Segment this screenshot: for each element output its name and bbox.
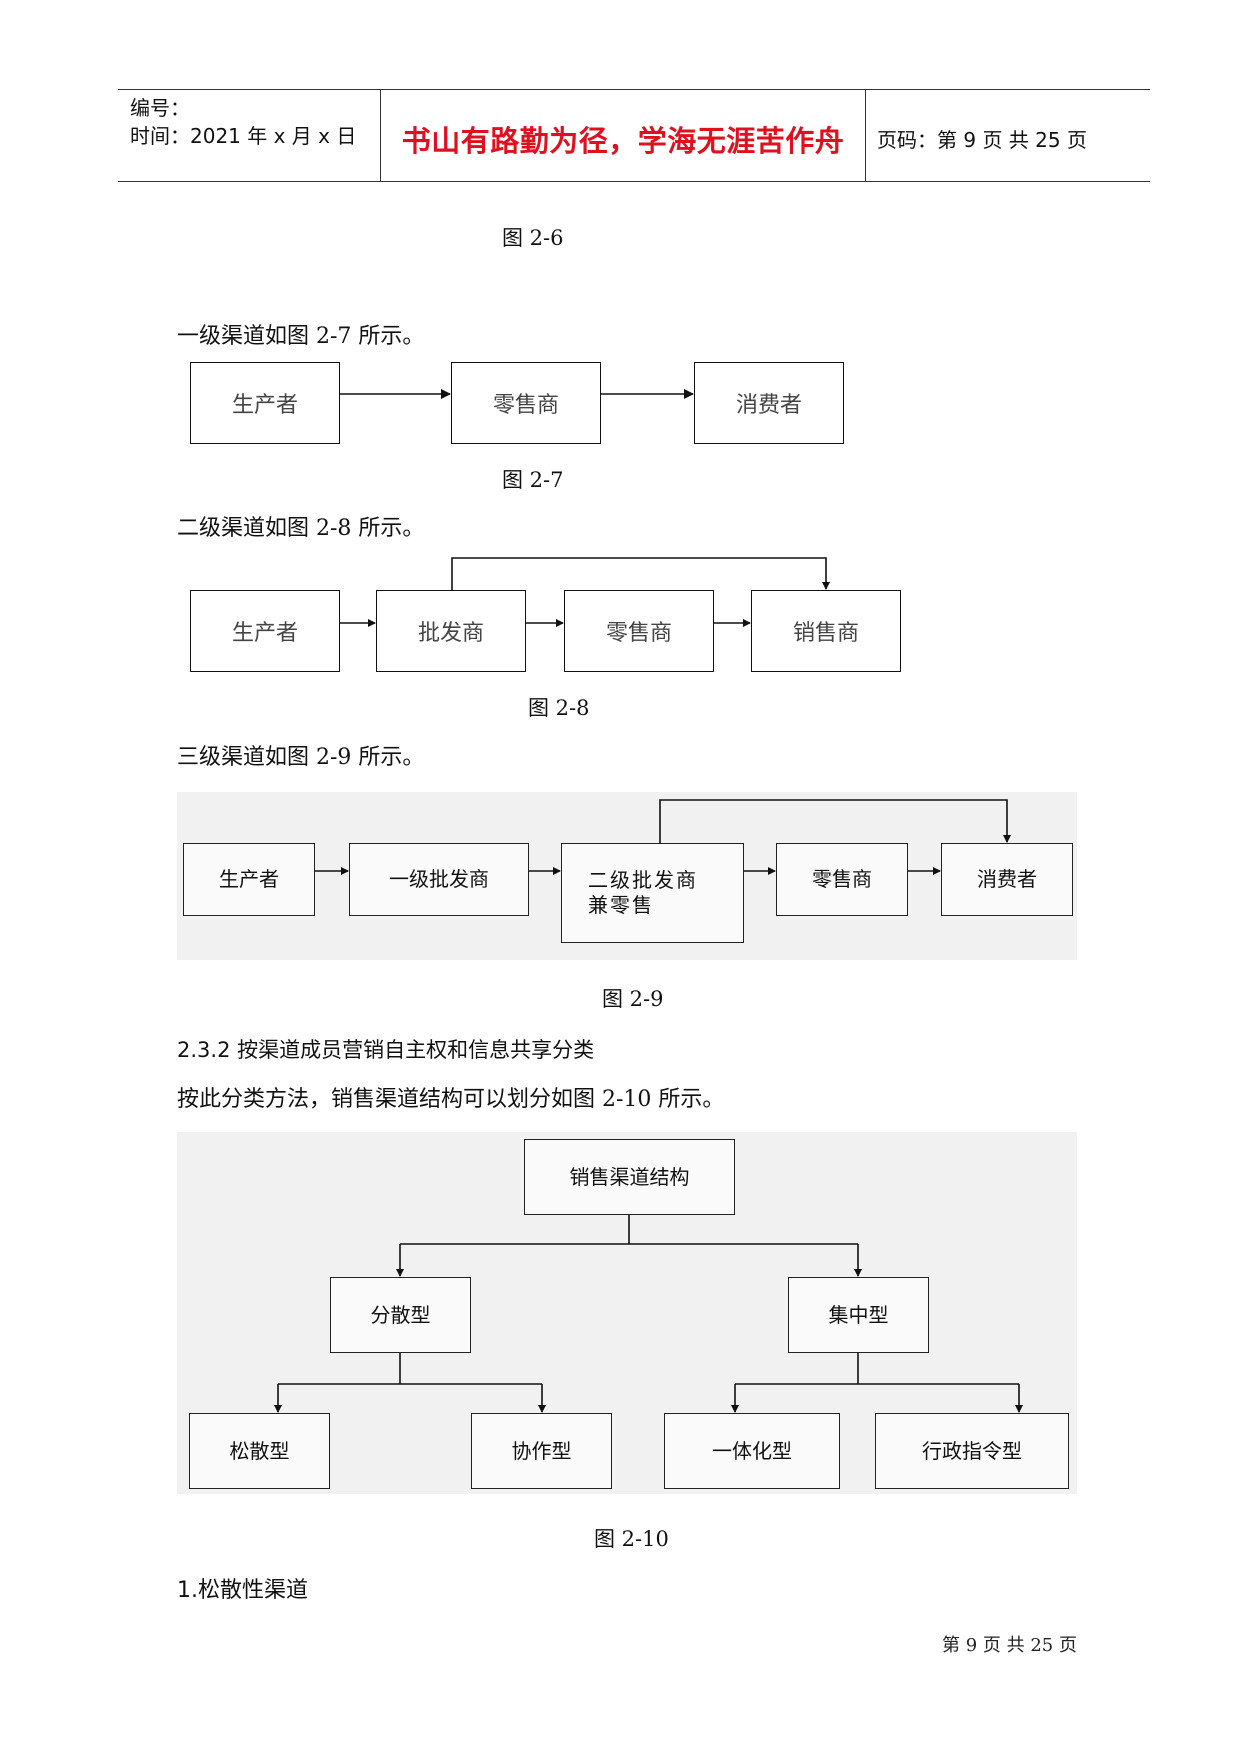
fig210-root-box: 销售渠道结构 xyxy=(524,1139,735,1215)
header-motto: 书山有路勤为径，学海无涯苦作舟 xyxy=(401,124,845,158)
fig210-centralized-box: 集中型 xyxy=(788,1277,929,1353)
fig29-second-wholesaler-box: 二级批发商兼零售 xyxy=(561,843,744,943)
fig29-producer-box: 生产者 xyxy=(183,843,315,916)
fig29-first-wholesaler-box: 一级批发商 xyxy=(349,843,529,916)
figure-2-6-caption: 图 2-6 xyxy=(502,226,564,250)
header-bottom-rule xyxy=(118,181,1150,182)
header-top-rule xyxy=(118,89,1150,90)
fig210-dispersed-box: 分散型 xyxy=(330,1277,471,1353)
header-time-label: 时间：2021 年 x 月 x 日 xyxy=(130,124,357,148)
fig27-retailer-box: 零售商 xyxy=(451,362,601,444)
figure-2-7-intro: 一级渠道如图 2-7 所示。 xyxy=(177,324,425,349)
fig29-consumer-box: 消费者 xyxy=(941,843,1073,916)
figure-2-7-caption: 图 2-7 xyxy=(502,468,564,492)
fig210-integrated-box: 一体化型 xyxy=(664,1413,840,1489)
figure-2-10-caption: 图 2-10 xyxy=(594,1527,669,1551)
section-text: 按此分类方法，销售渠道结构可以划分如图 2-10 所示。 xyxy=(177,1087,725,1112)
fig28-producer-box: 生产者 xyxy=(190,590,340,672)
header-divider-left xyxy=(380,89,381,182)
fig27-consumer-box: 消费者 xyxy=(694,362,844,444)
header-number-label: 编号： xyxy=(130,96,190,120)
fig210-loose-box: 松散型 xyxy=(189,1413,330,1489)
figure-2-9-caption: 图 2-9 xyxy=(602,987,664,1011)
figure-2-8-intro: 二级渠道如图 2-8 所示。 xyxy=(177,516,425,541)
fig210-administrative-box: 行政指令型 xyxy=(875,1413,1069,1489)
fig27-producer-box: 生产者 xyxy=(190,362,340,444)
subsection-heading: 1.松散性渠道 xyxy=(177,1578,308,1603)
section-heading: 2.3.2 按渠道成员营销自主权和信息共享分类 xyxy=(177,1038,595,1062)
figure-2-8-caption: 图 2-8 xyxy=(528,696,590,720)
header-divider-right xyxy=(865,89,866,182)
figure-2-9-intro: 三级渠道如图 2-9 所示。 xyxy=(177,745,425,770)
fig210-cooperative-box: 协作型 xyxy=(471,1413,612,1489)
fig28-wholesaler-box: 批发商 xyxy=(376,590,526,672)
fig28-seller-box: 销售商 xyxy=(751,590,901,672)
fig29-retailer-box: 零售商 xyxy=(776,843,908,916)
footer-page-number: 第 9 页 共 25 页 xyxy=(942,1635,1077,1656)
fig28-retailer-box: 零售商 xyxy=(564,590,714,672)
header-page-label: 页码：第 9 页 共 25 页 xyxy=(877,128,1087,152)
